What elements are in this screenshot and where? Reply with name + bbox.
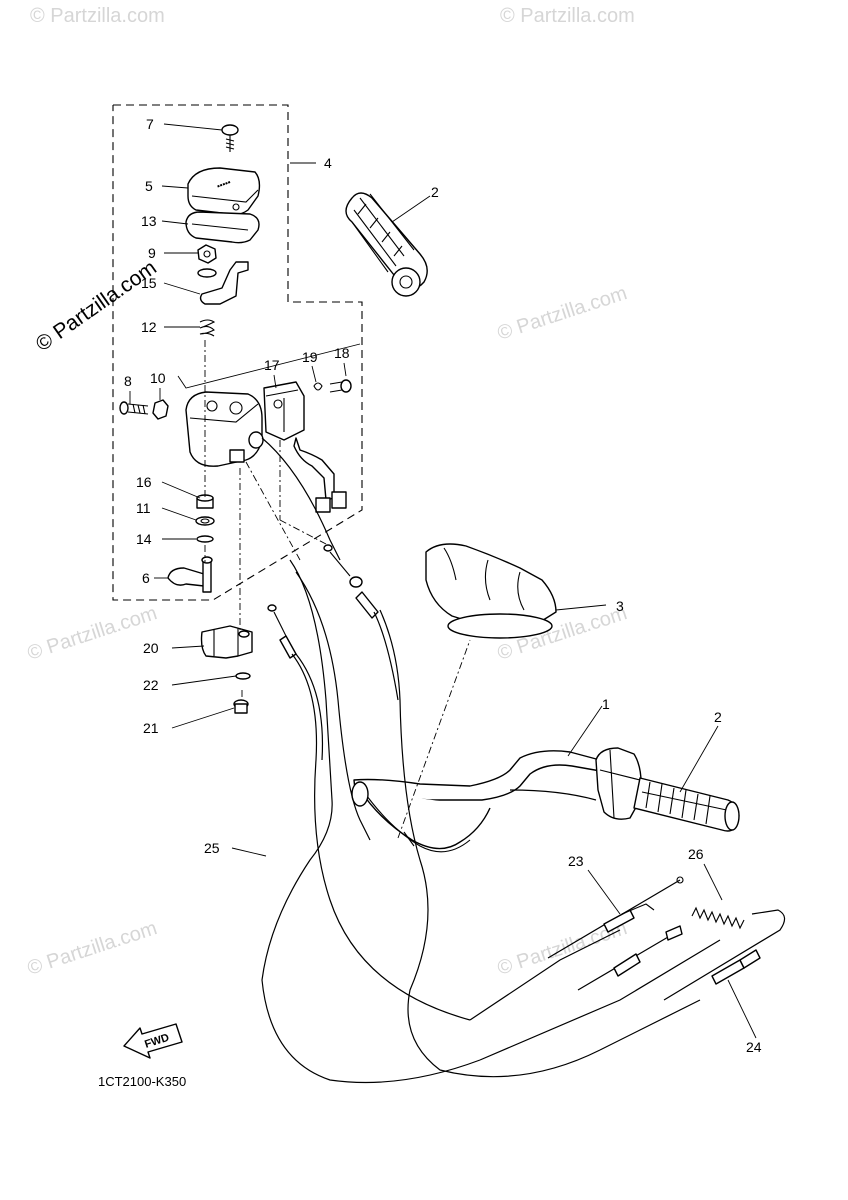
handlebar-1 bbox=[351, 639, 607, 853]
washer-22 bbox=[235, 672, 251, 680]
callout-3: 3 bbox=[616, 598, 624, 614]
switch-cover-5: ▪▪▪▪▪ bbox=[187, 167, 261, 216]
callout-13: 13 bbox=[141, 213, 157, 229]
callout-26: 26 bbox=[688, 846, 704, 862]
callout-9: 9 bbox=[148, 245, 156, 261]
cable-loop-c bbox=[469, 929, 621, 1021]
callout-25: 25 bbox=[204, 840, 220, 856]
fwd-arrow: FWD bbox=[123, 1023, 183, 1059]
callout-17: 17 bbox=[264, 357, 280, 373]
nut-10 bbox=[152, 399, 169, 420]
grip-2-lower bbox=[633, 777, 740, 832]
throttle-housing bbox=[509, 747, 642, 820]
screw-7 bbox=[221, 124, 239, 152]
o-ring-14 bbox=[196, 535, 214, 543]
callout-15: 15 bbox=[141, 275, 157, 291]
switch-17 bbox=[263, 381, 347, 513]
assembly-boundary bbox=[112, 104, 363, 601]
clamp-20 bbox=[200, 625, 253, 659]
cable-23 bbox=[547, 876, 684, 959]
switch-housing bbox=[185, 391, 264, 467]
lever-6 bbox=[167, 556, 213, 593]
cable-loop-b bbox=[399, 699, 601, 1078]
cable-from-housing bbox=[261, 437, 341, 561]
drawing-code: 1CT2100-K350 bbox=[98, 1074, 186, 1089]
callout-14: 14 bbox=[136, 531, 152, 547]
callout-1: 1 bbox=[602, 696, 610, 712]
callout-21: 21 bbox=[143, 720, 159, 736]
cable-25-loop bbox=[261, 559, 481, 1084]
watermark: © Partzilla.com bbox=[500, 5, 635, 27]
cable-mid bbox=[577, 925, 683, 991]
washer-15 bbox=[197, 268, 217, 278]
cable-fitting-upper bbox=[323, 544, 401, 701]
spring-12 bbox=[199, 319, 216, 337]
watermark: © Partzilla.com bbox=[495, 282, 630, 345]
leader-lines bbox=[129, 123, 757, 1039]
pad-3 bbox=[425, 543, 557, 639]
grip-2-upper bbox=[345, 192, 428, 297]
callout-2-lower: 2 bbox=[714, 709, 722, 725]
callout-23: 23 bbox=[568, 853, 584, 869]
callout-22: 22 bbox=[143, 677, 159, 693]
cable-loop-e bbox=[599, 999, 701, 1051]
bolt-21 bbox=[233, 699, 249, 714]
washer-11-hole bbox=[200, 518, 210, 524]
callout-8: 8 bbox=[124, 373, 132, 389]
callouts: 7 4 5 13 9 15 12 8 10 17 19 18 16 11 14 … bbox=[124, 116, 762, 1055]
bracket bbox=[199, 261, 249, 305]
callout-4: 4 bbox=[324, 155, 332, 171]
callout-20: 20 bbox=[143, 640, 159, 656]
spring-26 bbox=[691, 906, 745, 930]
clip-19 bbox=[313, 382, 323, 391]
callout-19: 19 bbox=[302, 349, 318, 365]
callout-7: 7 bbox=[146, 116, 154, 132]
watermark-dark: © Partzilla.com bbox=[32, 256, 161, 356]
callout-16: 16 bbox=[136, 474, 152, 490]
cable-fitting-lower bbox=[267, 604, 471, 1021]
gasket-inner bbox=[191, 223, 249, 231]
watermark: © Partzilla.com bbox=[25, 917, 160, 980]
bushing-16 bbox=[196, 494, 214, 509]
watermark: © Partzilla.com bbox=[25, 602, 160, 665]
screw-8 bbox=[119, 401, 149, 415]
washer-11 bbox=[195, 516, 215, 526]
callout-18: 18 bbox=[334, 345, 350, 361]
watermark: © Partzilla.com bbox=[30, 5, 165, 27]
callout-24: 24 bbox=[746, 1039, 762, 1055]
callout-6: 6 bbox=[142, 570, 150, 586]
nut-9 bbox=[197, 244, 217, 264]
callout-11: 11 bbox=[136, 500, 151, 516]
callout-5: 5 bbox=[145, 178, 153, 194]
cable-24 bbox=[663, 909, 786, 1001]
callout-2-upper: 2 bbox=[431, 184, 439, 200]
cable-loop-d bbox=[479, 939, 721, 1061]
screw-18 bbox=[329, 379, 352, 393]
callout-12: 12 bbox=[141, 319, 157, 335]
callout-10: 10 bbox=[150, 370, 166, 386]
cable-25 bbox=[295, 571, 371, 841]
